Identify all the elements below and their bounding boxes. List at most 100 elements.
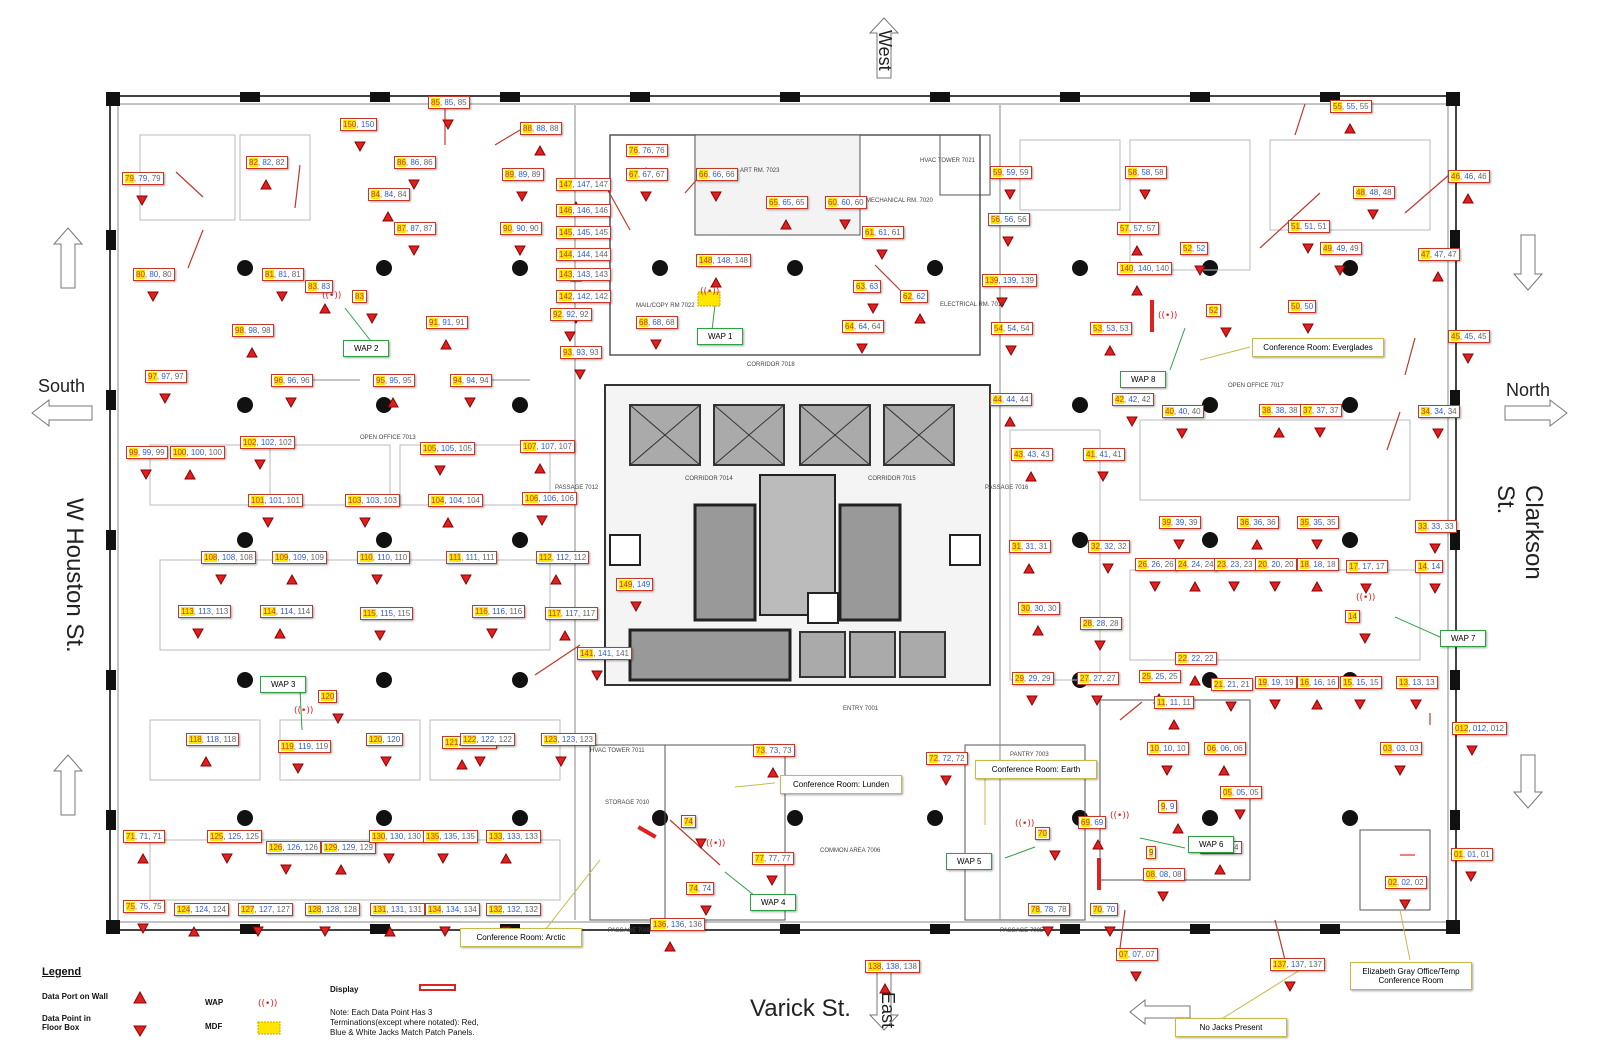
room-label: PANTRY 7003	[1010, 752, 1049, 758]
wall-port-marker	[286, 573, 298, 585]
south-label: South	[38, 376, 86, 396]
floor-box-marker	[192, 628, 204, 640]
room-label: PASSAGE 7008	[608, 928, 652, 934]
conference-room-earth: Conference Room: Earth	[975, 760, 1097, 779]
data-port-label: 53, 53, 53	[1090, 322, 1132, 335]
data-port-label: 106, 106, 106	[522, 492, 577, 505]
conference-room-lunden: Conference Room: Lunden	[780, 775, 902, 794]
wap-icon: ((•))	[1110, 811, 1129, 821]
data-port-label: 122, 122, 122	[460, 733, 515, 746]
data-port-label: 120	[318, 690, 338, 703]
wap-icon: ((•))	[706, 839, 725, 849]
floor-box-marker	[354, 141, 366, 153]
data-port-label: 13, 13, 13	[1396, 676, 1438, 689]
data-port-label: 48, 48, 48	[1353, 186, 1395, 199]
data-port-label: 95, 95, 95	[373, 374, 415, 387]
data-port-label: 34, 34, 34	[1418, 405, 1460, 418]
data-port-label: 133, 133, 133	[486, 830, 541, 843]
data-port-label: 128, 128, 128	[305, 903, 360, 916]
room-label: MECHANICAL RM. 7020	[866, 198, 933, 204]
wap-4-label: WAP 4	[750, 894, 797, 911]
wall-port-marker	[1273, 426, 1285, 438]
floor-box-marker	[710, 191, 722, 203]
wall-port-marker	[1131, 284, 1143, 296]
wap-5-label: WAP 5	[946, 853, 993, 870]
data-port-label: 29, 29, 29	[1012, 672, 1054, 685]
data-port-label: 73, 73, 73	[753, 744, 795, 757]
data-port-label: 77, 77, 77	[752, 852, 794, 865]
floor-box-marker	[442, 119, 454, 131]
data-port-label: 110, 110, 110	[357, 551, 411, 564]
data-port-label: 102, 102, 102	[240, 436, 295, 449]
wall-port-marker	[188, 925, 200, 937]
data-port-label: 21, 21, 21	[1211, 678, 1253, 691]
data-port-label: 33, 33, 33	[1415, 520, 1457, 533]
data-port-label: 08, 08, 08	[1143, 868, 1185, 881]
wall-port-marker	[442, 516, 454, 528]
data-port-label: 91, 91, 91	[426, 316, 468, 329]
data-port-label: 125, 125, 125	[207, 830, 262, 843]
floor-box-marker	[1367, 209, 1379, 221]
data-port-label: 146, 146, 146	[556, 204, 611, 217]
data-port-label: 79, 79, 79	[122, 172, 164, 185]
data-port-label: 97, 97, 97	[145, 370, 187, 383]
data-port-label: 50, 50	[1288, 300, 1317, 313]
room-label: COMMON AREA 7006	[820, 848, 881, 854]
data-port-label: 103, 103, 103	[345, 494, 400, 507]
wap-1-label: WAP 1	[697, 328, 744, 345]
room-label: ENTRY 7001	[843, 706, 879, 712]
data-port-label: 139, 139, 139	[982, 274, 1037, 287]
floor-box-marker	[276, 291, 288, 303]
wall-port-marker	[335, 863, 347, 875]
data-port-label: 75, 75, 75	[123, 900, 165, 913]
floor-box-marker	[1094, 640, 1106, 652]
floor-box-marker	[408, 179, 420, 191]
floor-box-marker	[1225, 701, 1237, 713]
data-port-label: 98, 98, 98	[232, 324, 274, 337]
data-port-label: 83, 83	[305, 280, 334, 293]
data-port-label: 71, 71, 71	[123, 830, 165, 843]
data-port-label: 104, 104, 104	[428, 494, 483, 507]
data-port-label: 144, 144, 144	[556, 248, 611, 261]
floor-box-marker	[856, 343, 868, 355]
data-port-label: 03, 03, 03	[1380, 742, 1422, 755]
data-port-label: 81, 81, 81	[262, 268, 304, 281]
data-port-label: 107, 107, 107	[520, 440, 575, 453]
room-label: PASSAGE 7012	[555, 485, 599, 491]
floor-box-marker	[1104, 926, 1116, 938]
floor-box-marker	[1004, 189, 1016, 201]
floor-box-marker	[1394, 765, 1406, 777]
wall-port-marker	[260, 178, 272, 190]
floor-box-marker	[136, 195, 148, 207]
data-port-label: 136, 136, 136	[650, 918, 705, 931]
wall-port-marker	[1168, 718, 1180, 730]
wall-port-marker	[1131, 244, 1143, 256]
data-port-label: 113, 113, 113	[178, 605, 232, 618]
room-label: CORRIDOR 7015	[868, 476, 916, 482]
data-port-label: 52, 52	[1180, 242, 1209, 255]
wall-port-marker	[1251, 538, 1263, 550]
floor-box-marker	[574, 369, 586, 381]
wall-port-marker	[1432, 270, 1444, 282]
floor-box-marker	[555, 756, 567, 768]
data-port-label: 123, 123, 123	[541, 733, 596, 746]
data-port-label: 19, 19, 19	[1255, 676, 1297, 689]
data-port-label: 05, 05, 05	[1220, 786, 1262, 799]
wap-icon: ((•))	[322, 291, 341, 301]
floor-box-marker	[940, 775, 952, 787]
floor-box-marker	[371, 574, 383, 586]
data-port-label: 89, 89, 89	[502, 168, 544, 181]
floor-box-marker	[215, 574, 227, 586]
legend-floor-box: Data Point in Floor Box	[42, 1014, 91, 1032]
wap-8-label: WAP 8	[1120, 371, 1167, 388]
room-label: MAIL/COPY RM 7022	[636, 303, 695, 309]
wall-port-marker	[534, 462, 546, 474]
data-port-label: 56, 56, 56	[988, 213, 1030, 226]
floor-box-marker	[1002, 236, 1014, 248]
floor-box-marker	[1157, 891, 1169, 903]
data-port-label: 131, 131, 131	[370, 903, 425, 916]
data-port-label: 14, 14	[1415, 560, 1444, 573]
floor-box-marker	[1102, 563, 1114, 575]
data-port-label: 65, 65, 65	[766, 196, 808, 209]
floor-box-marker	[332, 713, 344, 725]
